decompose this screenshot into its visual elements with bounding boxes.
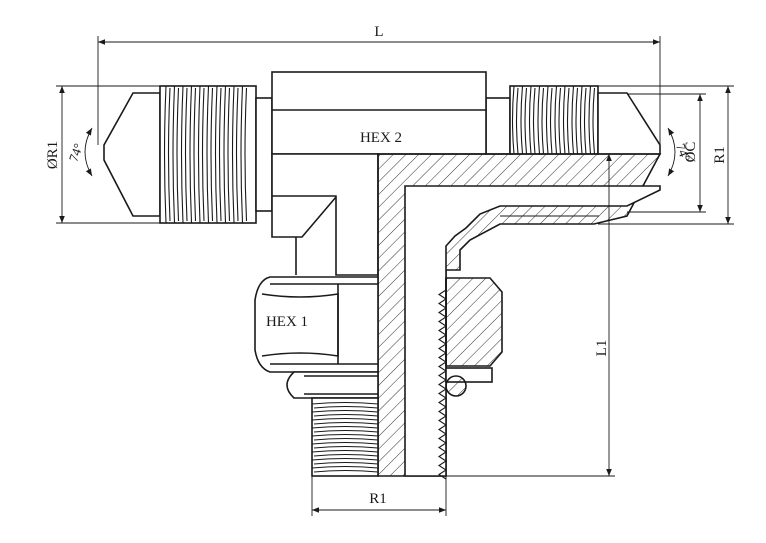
dim-label-leg-length: L1 bbox=[594, 340, 610, 357]
hex-1-label: HEX 1 bbox=[266, 314, 308, 330]
port-thread bbox=[311, 397, 379, 477]
sectioned-body bbox=[377, 153, 662, 480]
hex-2-body bbox=[271, 71, 487, 276]
dim-label-side-thread: R1 bbox=[712, 146, 728, 164]
o-ring bbox=[286, 367, 493, 399]
right-flare-end bbox=[485, 85, 661, 155]
angle-label-right: 74° bbox=[673, 141, 693, 163]
angle-label-left: 74° bbox=[66, 141, 86, 163]
right-thread-upper bbox=[511, 85, 596, 155]
left-flare-end bbox=[103, 85, 273, 224]
hex-2-label: HEX 2 bbox=[360, 130, 402, 146]
dim-label-overall-length: L bbox=[374, 24, 383, 40]
port-thread-section bbox=[437, 289, 448, 480]
dimension-lines bbox=[56, 36, 734, 516]
hex-1-nut bbox=[254, 276, 503, 373]
dim-label-tube-dia: ØC bbox=[683, 142, 699, 163]
dim-label-thread-dia-left: ØR1 bbox=[45, 141, 61, 169]
left-thread bbox=[163, 85, 248, 224]
dim-label-port-thread: R1 bbox=[369, 491, 387, 507]
